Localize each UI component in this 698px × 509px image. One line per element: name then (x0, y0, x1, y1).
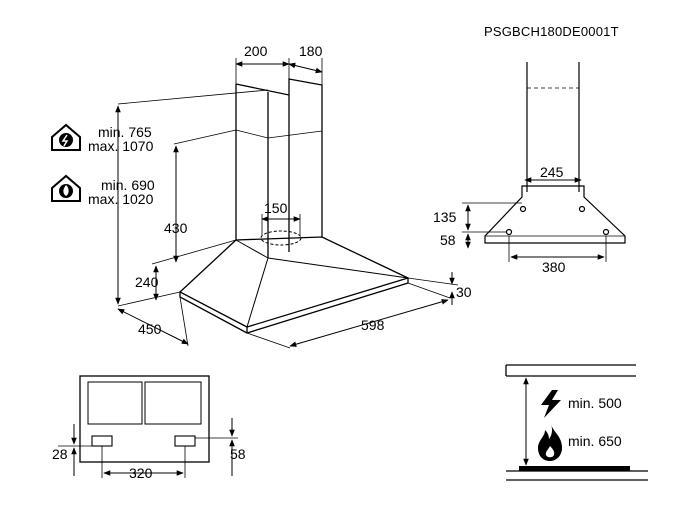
gas-hob-icon (51, 174, 81, 202)
outlet-circle (260, 230, 302, 246)
dim-150: 150 (264, 200, 288, 216)
side-canopy (484, 185, 626, 244)
dim-450: 450 (138, 321, 162, 337)
filter-right (144, 381, 202, 425)
dim-58-side: 58 (440, 232, 456, 248)
electric-height-max: max. 1070 (88, 138, 154, 154)
electric-height-min: min. 765 (98, 124, 152, 140)
electric-hob-icon (51, 123, 81, 151)
clearance-gas: min. 650 (568, 433, 622, 449)
dim-598: 598 (361, 317, 385, 333)
side-view (462, 62, 626, 262)
dim-180: 180 (299, 43, 323, 59)
lightning-icon (541, 390, 561, 418)
clearance-electric: min. 500 (568, 395, 622, 411)
dim-430: 430 (164, 220, 188, 236)
dim-200: 200 (244, 43, 268, 59)
bottom-view (58, 375, 238, 478)
dim-245: 245 (540, 164, 564, 180)
side-chimney (526, 62, 580, 192)
light-right (174, 435, 196, 447)
model-code: PSGBCH180DE0001T (484, 24, 619, 39)
dim-320: 320 (129, 465, 153, 481)
gas-height-min: min. 690 (101, 177, 155, 193)
chimney (235, 78, 323, 258)
hood-bottom-outline (79, 375, 210, 463)
dim-58-bottom: 58 (230, 446, 246, 462)
canopy (178, 236, 410, 328)
dim-28: 28 (52, 446, 68, 462)
dim-240: 240 (135, 274, 159, 290)
flame-icon (538, 424, 562, 461)
light-left (91, 435, 113, 447)
hob-surface (506, 470, 648, 481)
dim-30: 30 (456, 284, 472, 300)
filter-left (87, 381, 143, 425)
clearance-view (505, 364, 648, 481)
dim-380: 380 (542, 259, 566, 275)
hood-edge (505, 364, 636, 377)
gas-height-max: max. 1020 (88, 191, 154, 207)
main-view (115, 58, 459, 349)
dim-135: 135 (433, 209, 457, 225)
